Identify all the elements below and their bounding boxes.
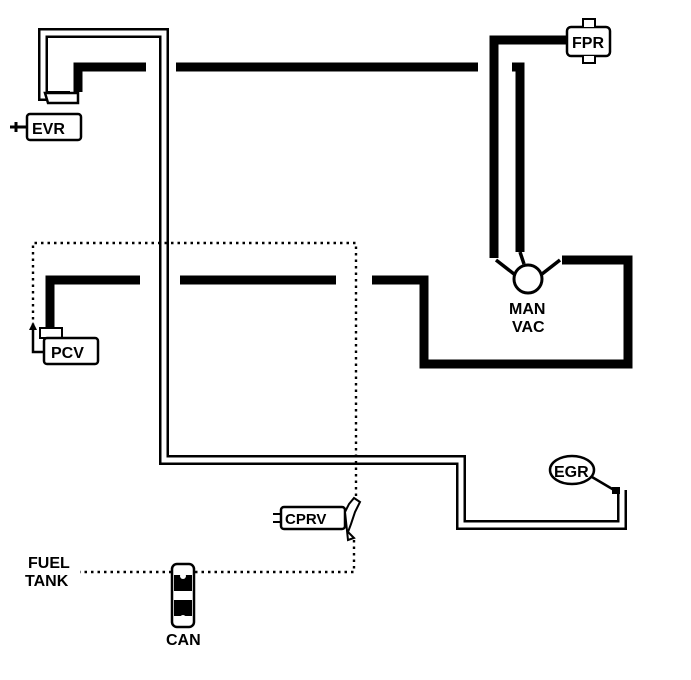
- hose-pcv-top: [45, 275, 140, 330]
- vapor-cprv-to-tank: [80, 540, 356, 574]
- can-label: CAN: [166, 632, 201, 649]
- evr-component: EVR: [10, 91, 83, 142]
- tank-label: TANK: [25, 573, 69, 590]
- manifold-vacuum: MAN VAC: [494, 251, 562, 336]
- fpr-component: FPR: [565, 18, 612, 64]
- evr-label: EVR: [32, 121, 65, 138]
- cprv-component: CPRV: [273, 496, 362, 542]
- hose-fpr-to-manifold: [489, 35, 568, 258]
- pcv-label: PCV: [51, 345, 84, 362]
- egr-component: EGR: [548, 454, 620, 494]
- hose-evr-top: [73, 62, 146, 92]
- fpr-label: FPR: [572, 35, 604, 52]
- man-label: MAN: [509, 301, 545, 318]
- egr-tube: [38, 28, 627, 530]
- canister-component: CAN: [166, 562, 201, 649]
- vacuum-hoses: [45, 35, 633, 369]
- vac-label: VAC: [512, 319, 545, 336]
- fuel-label: FUEL: [28, 555, 70, 572]
- hose-fpr-tap: [512, 62, 525, 252]
- fuel-tank-label: FUEL TANK: [25, 555, 70, 590]
- cprv-label: CPRV: [285, 511, 326, 528]
- pcv-component: PCV: [29, 322, 100, 366]
- hose-manifold-loop: [372, 255, 633, 369]
- vapor-loop: [31, 241, 358, 500]
- egr-label: EGR: [554, 464, 589, 481]
